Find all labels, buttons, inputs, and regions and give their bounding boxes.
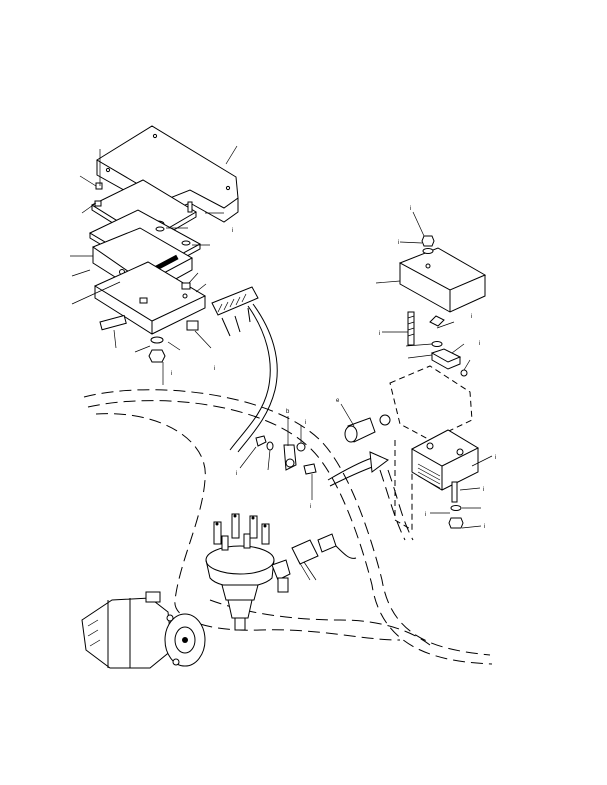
callout-module-stud: i	[483, 487, 484, 493]
callout-center-bolt: i	[310, 504, 311, 510]
ecm-harness-connector	[211, 286, 278, 453]
center-fasteners	[255, 435, 317, 475]
mounting-bracket-dashed	[389, 365, 473, 531]
module-fasteners	[448, 481, 464, 529]
distributor-sensor-connector	[271, 533, 357, 593]
callout-fastener-nut: i	[410, 206, 411, 212]
callout-center-tab: i	[305, 420, 306, 426]
coil-fasteners	[407, 311, 468, 377]
callout-center-lug: b	[286, 409, 290, 415]
starter-motor	[81, 591, 206, 669]
ignition-module	[410, 429, 480, 491]
ecm-fasteners	[94, 182, 199, 363]
distributor-housing	[221, 584, 259, 631]
callout-labels: i i i i i i i i i b i i i i i i e	[171, 206, 496, 530]
callout-module-terminal: i	[495, 455, 496, 461]
coil-cover-box	[398, 235, 487, 313]
callout-coil-washer: i	[471, 314, 472, 320]
ecm-mounting-tray	[93, 261, 207, 335]
callout-center-nut: i	[236, 471, 237, 477]
callout-ecm-mount: i	[232, 228, 233, 234]
callout-module-washer: i	[425, 512, 426, 518]
distributor-cap	[205, 513, 275, 588]
callout-fastener-washer: i	[398, 240, 399, 246]
callout-coil-screw: i	[379, 331, 380, 337]
callout-module-nut: i	[484, 524, 485, 530]
curved-direction-arrow	[327, 451, 389, 487]
sensor-bulb	[344, 414, 391, 443]
callout-plate-screw: i	[479, 341, 480, 347]
callout-bracket-nut: i	[171, 371, 172, 377]
callout-sensor-bulb: e	[336, 398, 340, 404]
callout-harness-plug: i	[214, 366, 215, 372]
leader-lines	[70, 145, 493, 529]
cable-routing	[83, 389, 493, 665]
